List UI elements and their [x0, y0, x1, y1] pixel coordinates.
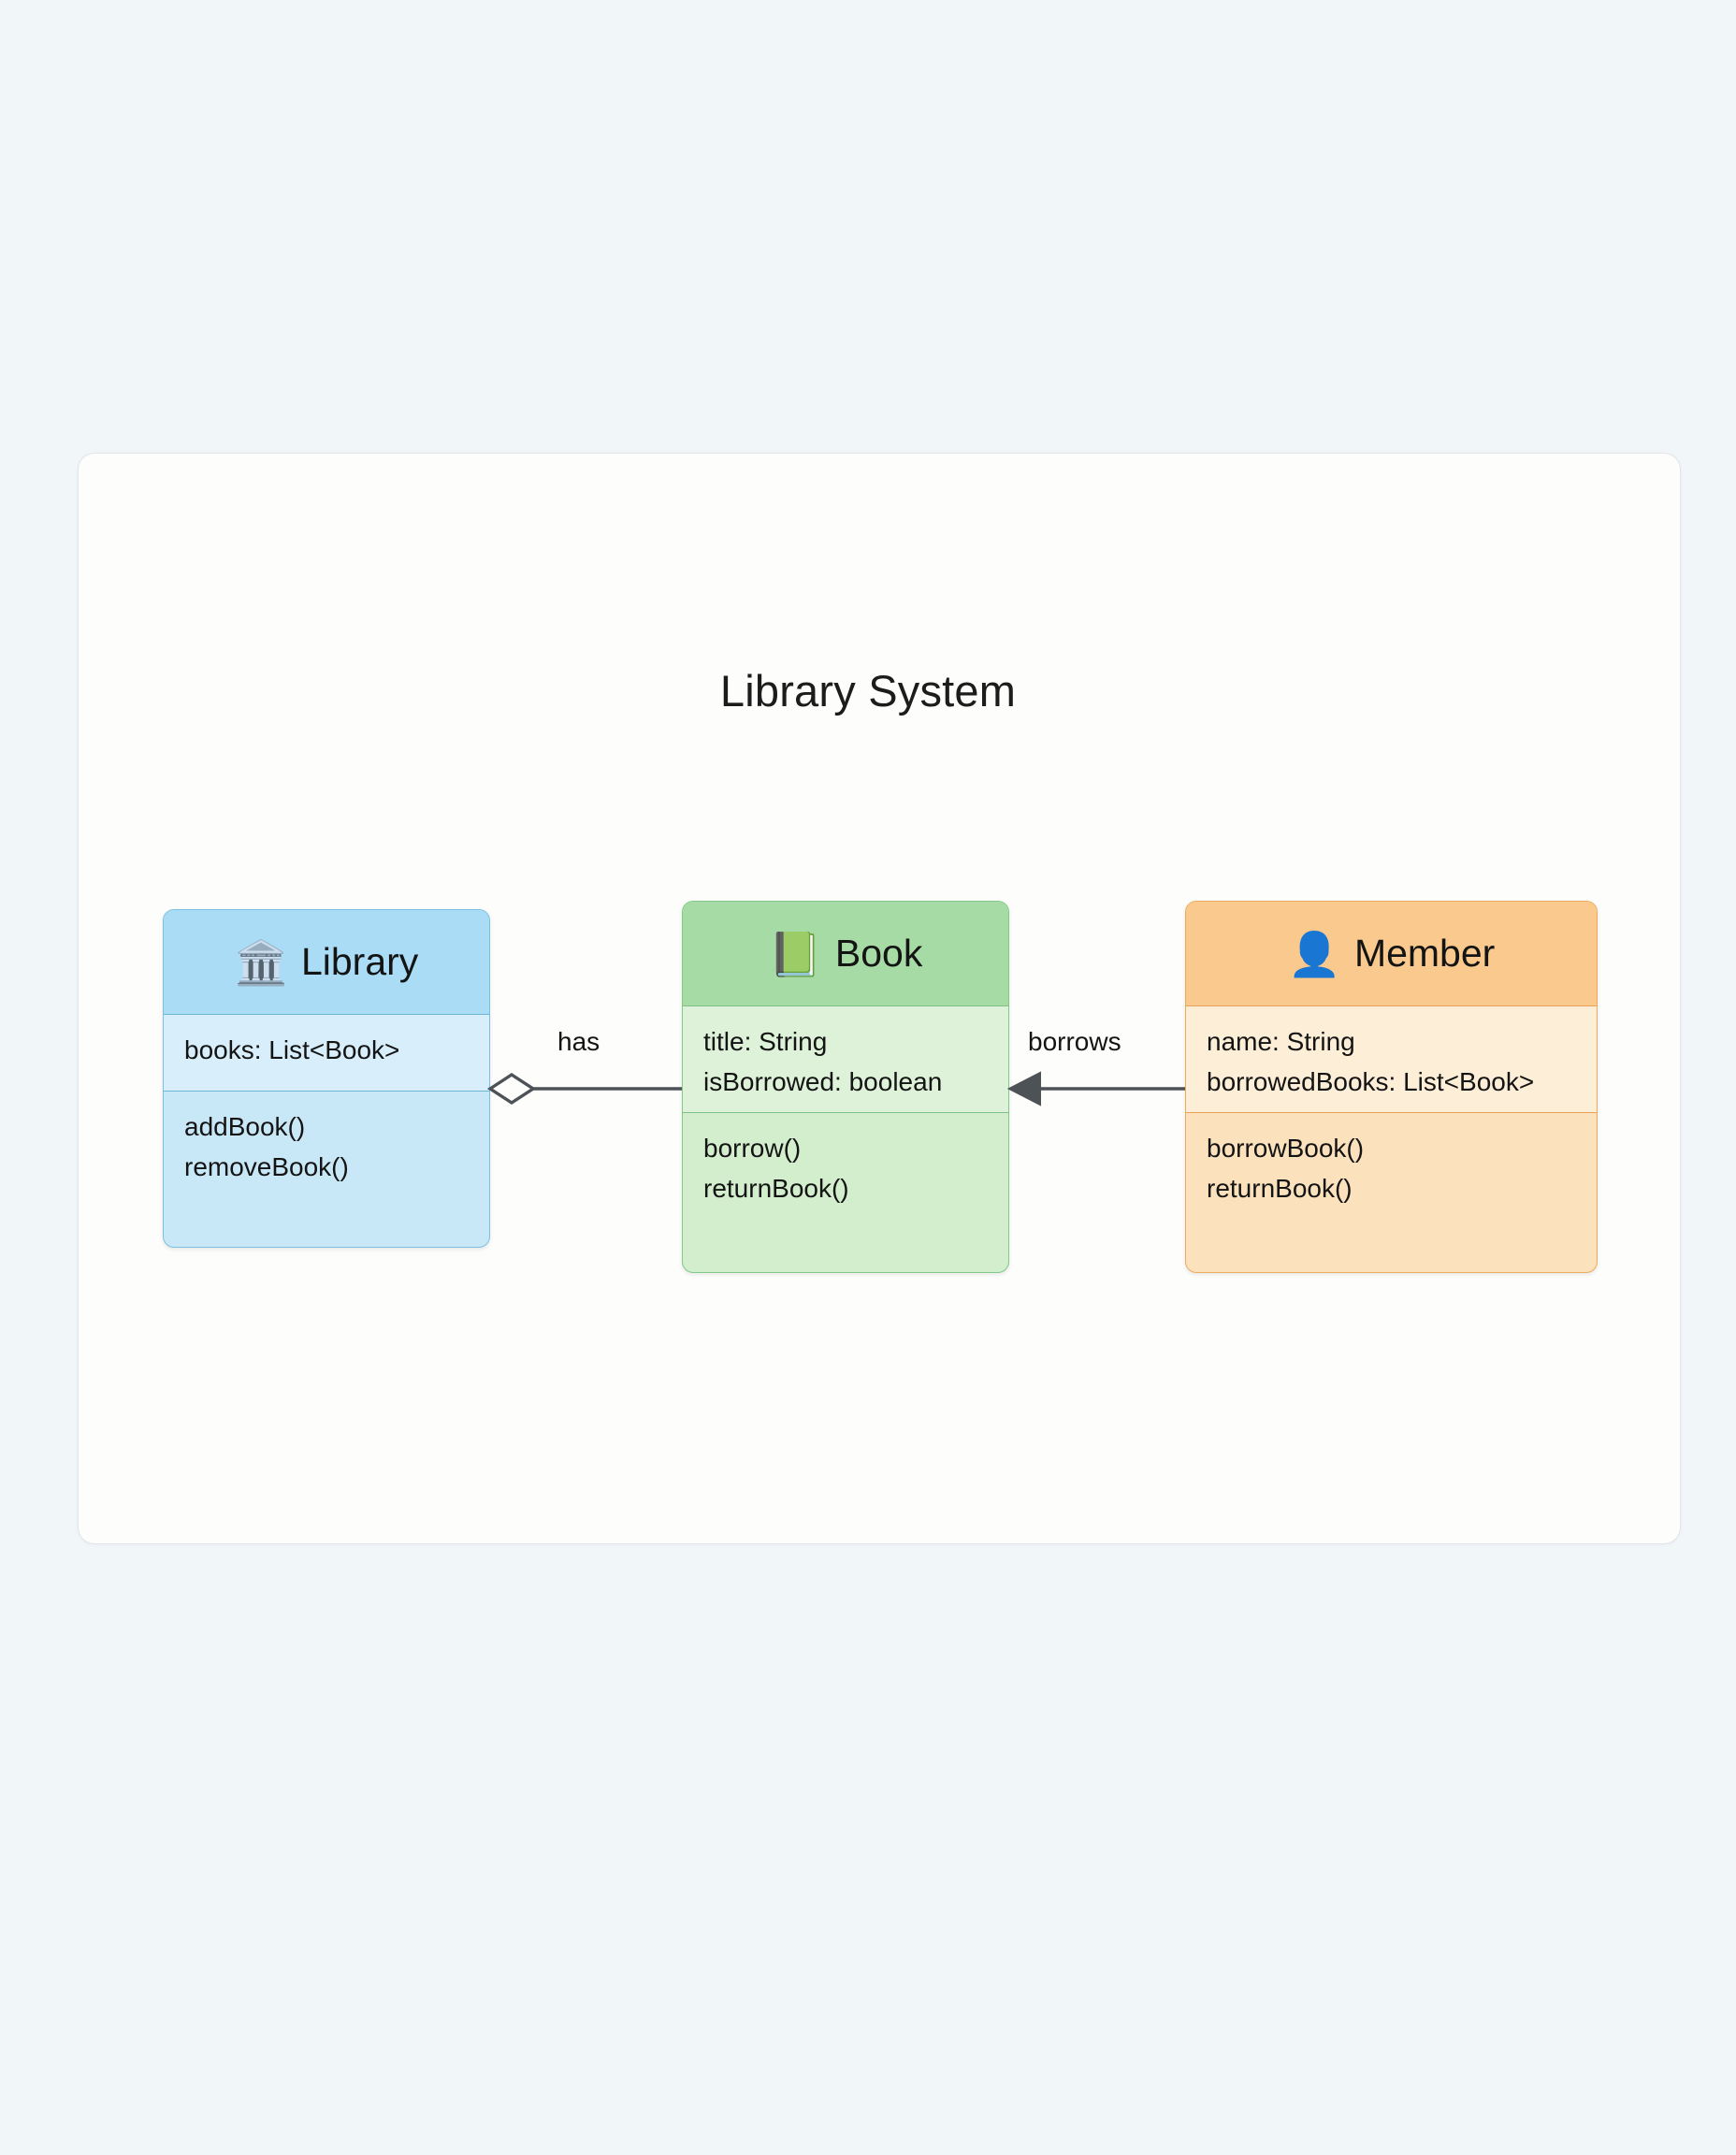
attribute-row: title: String — [703, 1027, 828, 1056]
class-box-member[interactable]: 👤 Member name: String borrowedBooks: Lis… — [1185, 901, 1598, 1273]
method-row: borrowBook() — [1207, 1134, 1365, 1163]
attribute-row: isBorrowed: boolean — [703, 1067, 943, 1096]
class-header-book: 📗 Book — [683, 902, 1008, 1006]
methods-compartment-member: borrowBook() returnBook() — [1186, 1113, 1597, 1223]
attributes-compartment-library: books: List<Book> — [164, 1015, 489, 1092]
attributes-compartment-book: title: String isBorrowed: boolean — [683, 1006, 1008, 1113]
methods-compartment-book: borrow() returnBook() — [683, 1113, 1008, 1223]
green-book-icon: 📗 — [768, 929, 822, 978]
class-name-library: Library — [300, 940, 419, 983]
class-box-library[interactable]: 🏛️ Library books: List<Book> addBook() r… — [163, 909, 490, 1248]
attribute-row: name: String — [1207, 1027, 1355, 1056]
class-box-book[interactable]: 📗 Book title: String isBorrowed: boolean… — [682, 901, 1009, 1273]
attributes-compartment-member: name: String borrowedBooks: List<Book> — [1186, 1006, 1597, 1113]
class-name-member: Member — [1353, 932, 1496, 975]
method-row: borrow() — [703, 1134, 802, 1163]
methods-compartment-library: addBook() removeBook() — [164, 1092, 489, 1202]
attribute-row: borrowedBooks: List<Book> — [1207, 1067, 1535, 1096]
class-header-library: 🏛️ Library — [164, 910, 489, 1015]
class-name-book: Book — [834, 932, 923, 975]
relationship-label-borrows: borrows — [1028, 1027, 1121, 1056]
method-row: returnBook() — [703, 1174, 849, 1203]
classical-building-icon: 🏛️ — [234, 937, 288, 987]
attribute-row: books: List<Book> — [184, 1035, 400, 1064]
class-header-member: 👤 Member — [1186, 902, 1597, 1006]
method-row: addBook() — [184, 1112, 306, 1141]
relationship-label-has: has — [557, 1027, 600, 1056]
page-title: Library System — [719, 666, 1017, 716]
method-row: returnBook() — [1207, 1174, 1353, 1203]
person-icon: 👤 — [1287, 929, 1341, 978]
method-row: removeBook() — [184, 1152, 349, 1181]
